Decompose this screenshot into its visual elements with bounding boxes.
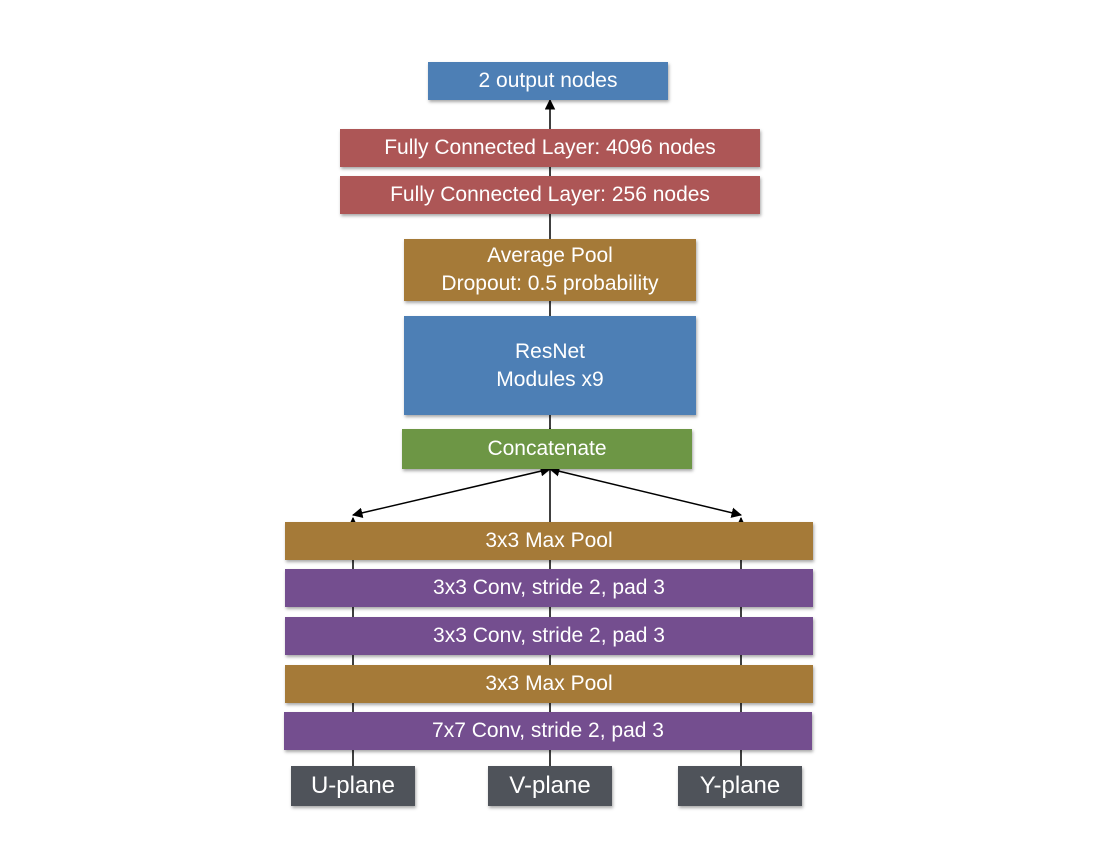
dropout-label: Dropout: 0.5 probability <box>441 272 659 295</box>
max-pool-lower-box: 3x3 Max Pool <box>285 665 813 703</box>
conv-7x7-label: 7x7 Conv, stride 2, pad 3 <box>432 719 664 742</box>
conv-7x7-box: 7x7 Conv, stride 2, pad 3 <box>284 712 812 750</box>
conv-3x3-lower-box: 3x3 Conv, stride 2, pad 3 <box>285 617 813 655</box>
u-plane-input-box: U-plane <box>291 766 415 806</box>
v-plane-input-box: V-plane <box>488 766 612 806</box>
fc-256-label: Fully Connected Layer: 256 nodes <box>390 183 710 206</box>
max-pool-upper-label: 3x3 Max Pool <box>485 529 613 552</box>
output-nodes-label: 2 output nodes <box>478 69 618 92</box>
conv-3x3-upper-label: 3x3 Conv, stride 2, pad 3 <box>433 576 665 599</box>
resnet-modules-label: Modules x9 <box>496 367 604 391</box>
fc-4096-label: Fully Connected Layer: 4096 nodes <box>384 136 716 159</box>
concatenate-label: Concatenate <box>487 437 607 460</box>
max-pool-lower-label: 3x3 Max Pool <box>485 672 613 695</box>
u-plane-label: U-plane <box>310 772 396 799</box>
conv-3x3-upper-box: 3x3 Conv, stride 2, pad 3 <box>285 569 813 607</box>
fc-256-box: Fully Connected Layer: 256 nodes <box>340 176 760 214</box>
max-pool-upper-box: 3x3 Max Pool <box>285 522 813 560</box>
average-pool-box: Average Pool Dropout: 0.5 probability <box>404 239 696 301</box>
concat-to-u-arrow <box>351 466 552 518</box>
average-pool-label: Average Pool <box>487 244 613 267</box>
y-plane-label: Y-plane <box>699 772 781 799</box>
v-plane-label: V-plane <box>509 772 591 799</box>
concatenate-box: Concatenate <box>402 429 692 469</box>
fc-4096-box: Fully Connected Layer: 4096 nodes <box>340 129 760 167</box>
y-plane-input-box: Y-plane <box>678 766 802 806</box>
conv-3x3-lower-label: 3x3 Conv, stride 2, pad 3 <box>433 624 665 647</box>
resnet-label: ResNet <box>514 339 586 363</box>
concat-to-y-arrow <box>548 466 743 518</box>
output-nodes-box: 2 output nodes <box>428 62 668 100</box>
resnet-modules-box: ResNet Modules x9 <box>404 316 696 415</box>
